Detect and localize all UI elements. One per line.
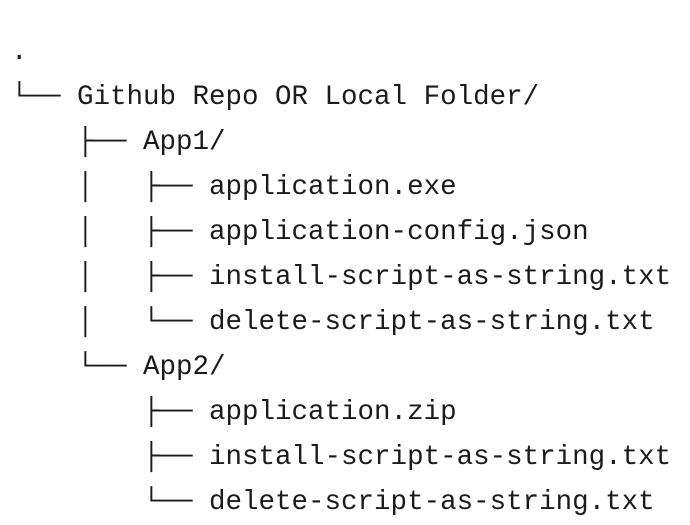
tree-file-node: ├── install-script-as-string.txt (11, 441, 672, 473)
tree-file-node: │ ├── install-script-as-string.txt (11, 261, 672, 293)
tree-file-node: │ ├── application.exe (11, 171, 457, 203)
tree-folder-node: └── Github Repo OR Local Folder/ (11, 81, 540, 113)
tree-root-node: . (11, 36, 28, 68)
directory-tree: . └── Github Repo OR Local Folder/ ├── Ap… (11, 30, 671, 525)
tree-folder-node: ├── App1/ (11, 126, 226, 158)
tree-file-node: │ ├── application-config.json (11, 216, 589, 248)
tree-file-node: ├── application.zip (11, 396, 457, 428)
tree-folder-node: └── App2/ (11, 351, 226, 383)
tree-file-node: └── delete-script-as-string.txt (11, 486, 655, 518)
tree-file-node: │ └── delete-script-as-string.txt (11, 306, 655, 338)
